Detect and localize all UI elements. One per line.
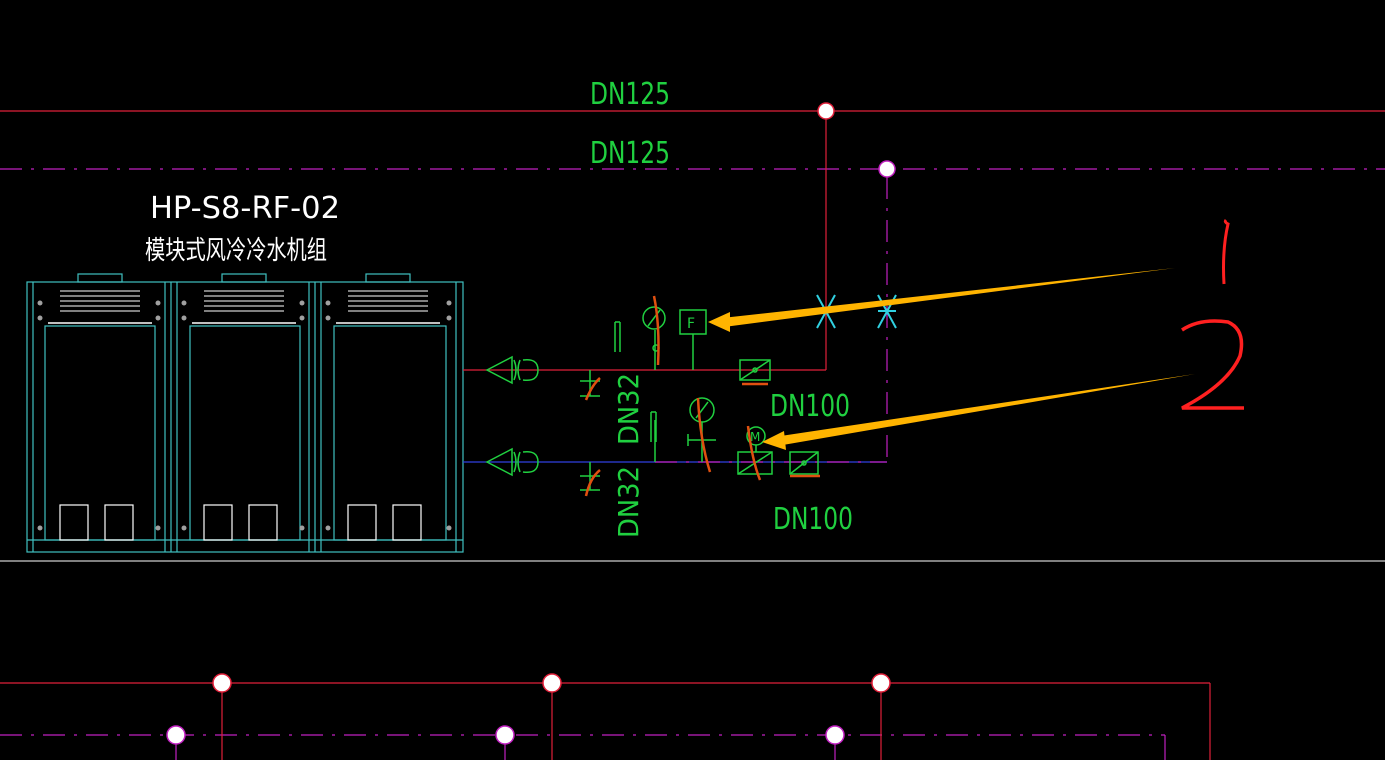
bottom-return-nodes[interactable]	[166, 725, 845, 745]
annotation-arrow-2[interactable]	[762, 374, 1195, 450]
bottom-supply-drops[interactable]	[221, 683, 882, 760]
chiller-vent-grilles	[48, 290, 440, 324]
unit-name-label: 模块式风冷冷水机组	[145, 236, 327, 266]
return-control-valve-icon[interactable]	[789, 451, 819, 475]
handwritten-mark-2	[1181, 319, 1244, 410]
unit-code-label: HP-S8-RF-02	[150, 191, 340, 226]
flow-switch-letter: F	[687, 316, 695, 332]
return-branch-dn-label: DN32	[612, 466, 645, 538]
motorized-valve-hatch	[746, 425, 762, 481]
annotation-arrow-1[interactable]	[708, 268, 1175, 332]
supply-flex-connector-icon[interactable]	[485, 355, 539, 385]
chiller-unit-icon[interactable]	[26, 273, 464, 553]
handwritten-mark-1	[1222, 218, 1230, 285]
return-gauge-hatch	[696, 397, 712, 473]
chiller-bolts	[37, 300, 452, 531]
supply-branch-dn-label: DN32	[612, 373, 645, 445]
return-drain-hatch	[584, 469, 601, 497]
return-flex-connector-icon[interactable]	[485, 447, 539, 477]
flow-switch-icon[interactable]: F	[679, 309, 707, 370]
motorized-valve-letter: M	[750, 430, 760, 444]
supply-drain-hatch	[584, 377, 601, 401]
pressure-gauge-pipes	[614, 321, 657, 462]
bottom-supply-nodes[interactable]	[212, 673, 891, 693]
top-supply-pipe-label: DN125	[590, 77, 670, 112]
return-riser-node[interactable]	[878, 160, 896, 178]
supply-control-valve-icon[interactable]	[739, 359, 771, 381]
supply-pressure-gauge-icon[interactable]	[642, 306, 666, 352]
main-return-dn-label: DN100	[773, 502, 853, 537]
top-return-pipe-label: DN125	[590, 136, 670, 171]
supply-riser-node[interactable]	[817, 102, 835, 120]
supply-gauge-hatch	[652, 295, 660, 366]
main-supply-dn-label: DN100	[770, 389, 850, 424]
